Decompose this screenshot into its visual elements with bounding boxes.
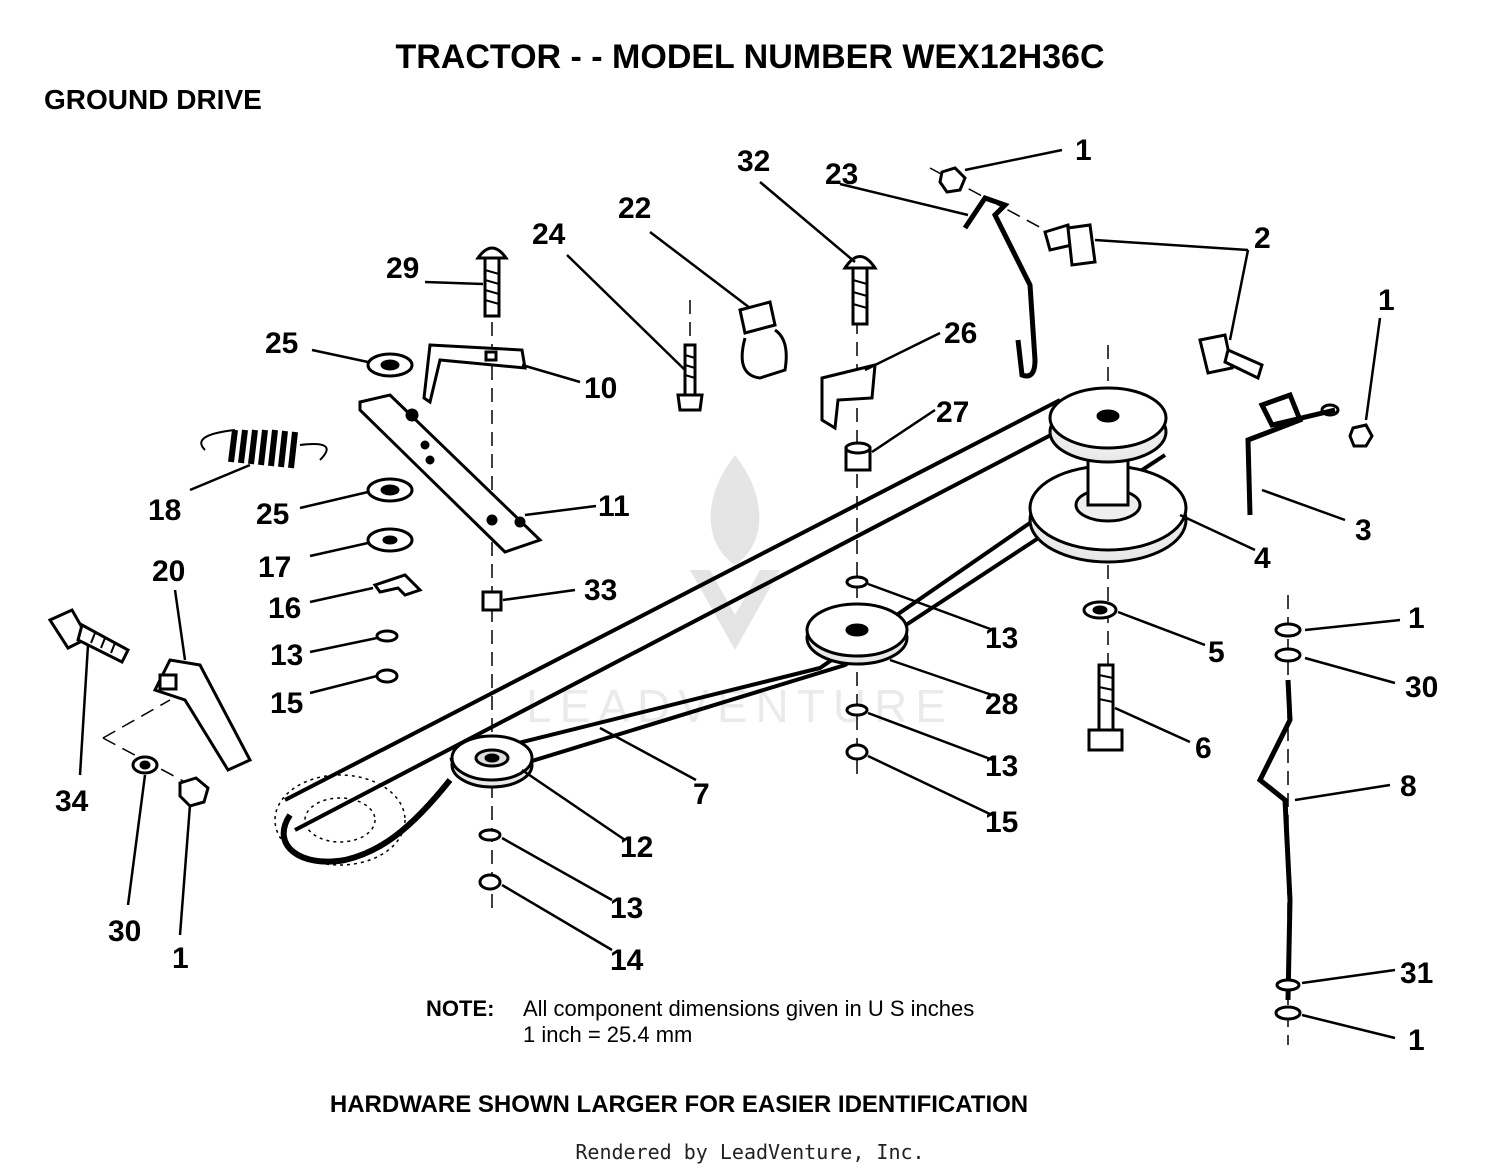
idler-rod-23 <box>962 194 1038 379</box>
callout-13b: 13 <box>985 622 1018 655</box>
callout-14: 14 <box>610 944 644 977</box>
bolt-2-lower <box>1198 333 1264 381</box>
leader-lines <box>78 148 1401 1040</box>
spacer-33 <box>481 590 503 612</box>
rendered-by: Rendered by LeadVenture, Inc. <box>575 1140 925 1164</box>
engine-pulley <box>274 774 406 866</box>
callout-13d: 13 <box>610 892 643 925</box>
washer-30-rod <box>1274 647 1302 663</box>
callout-1d: 1 <box>1408 1024 1425 1057</box>
nut-1-top <box>938 166 967 194</box>
note-line1: All component dimensions given in U S in… <box>523 996 975 1021</box>
callout-30b: 30 <box>108 915 141 948</box>
callout-15b: 15 <box>985 806 1018 839</box>
belt-guide-22 <box>738 300 788 380</box>
callout-11: 11 <box>598 490 630 523</box>
nut-14 <box>478 873 502 891</box>
bolt-6 <box>1087 663 1124 752</box>
callout-29: 29 <box>386 252 419 285</box>
section-title: GROUND DRIVE <box>44 84 262 115</box>
callout-33: 33 <box>584 574 617 607</box>
note-label: NOTE: <box>426 996 495 1021</box>
washer-30-left <box>131 755 159 775</box>
lock-washer-5 <box>1082 600 1118 620</box>
bracket-10 <box>422 343 527 405</box>
callout-26: 26 <box>944 317 977 350</box>
bolt-2-upper <box>1043 223 1097 267</box>
washer-13-center-top <box>845 575 869 589</box>
washer-13-bottom <box>478 828 502 842</box>
callout-27: 27 <box>936 396 969 429</box>
callout-30a: 30 <box>1405 671 1438 704</box>
washer-25-lower <box>366 477 414 503</box>
callout-6: 6 <box>1195 732 1212 765</box>
callout-31: 31 <box>1400 957 1433 990</box>
callout-16: 16 <box>268 592 301 625</box>
page-title: TRACTOR - - MODEL NUMBER WEX12H36C <box>395 38 1105 76</box>
washer-13-left <box>375 629 399 643</box>
callout-24: 24 <box>532 218 566 251</box>
washer-31 <box>1275 978 1301 992</box>
belt-keeper-26 <box>820 363 877 431</box>
shift-rod-8 <box>1256 679 1293 1001</box>
callout-32: 32 <box>737 145 770 178</box>
callout-8: 8 <box>1400 770 1417 803</box>
bracket-16 <box>372 573 423 597</box>
callout-23: 23 <box>825 158 858 191</box>
callout-1e: 1 <box>172 942 189 975</box>
hardware-note: HARDWARE SHOWN LARGER FOR EASIER IDENTIF… <box>329 1091 1029 1118</box>
idler-rod-3 <box>1245 391 1340 516</box>
callout-10: 10 <box>584 372 617 405</box>
idler-bracket-11 <box>358 393 543 554</box>
callout-15a: 15 <box>270 687 303 720</box>
callout-3: 3 <box>1355 514 1372 547</box>
bolt-34 <box>47 608 130 665</box>
carriage-bolt-32 <box>842 255 878 326</box>
callout-2: 2 <box>1254 222 1271 255</box>
callout-25a: 25 <box>265 327 298 360</box>
idler-pulley-12 <box>450 734 534 789</box>
carriage-bolt-29 <box>475 246 509 318</box>
callout-1c: 1 <box>1408 602 1425 635</box>
callout-4: 4 <box>1254 542 1271 575</box>
washer-25-upper <box>366 352 414 378</box>
dimension-note: NOTE: All component dimensions given in U… <box>426 996 974 1048</box>
callout-22: 22 <box>618 192 651 225</box>
callout-13a: 13 <box>270 639 303 672</box>
nut-15-left <box>375 668 399 684</box>
callout-17: 17 <box>258 551 291 584</box>
callout-34: 34 <box>55 785 89 818</box>
screw-24 <box>676 343 704 412</box>
washer-17 <box>366 527 414 553</box>
nut-15-center <box>845 743 869 761</box>
callout-28: 28 <box>985 688 1018 721</box>
spacer-27 <box>844 441 872 472</box>
spring-18 <box>200 429 328 469</box>
callout-7: 7 <box>693 778 710 811</box>
washer-13-center-bottom <box>845 703 869 717</box>
callouts: 1 1 1 1 1 2 3 4 5 6 7 8 10 11 12 13 13 1… <box>55 134 1438 1057</box>
callout-1b: 1 <box>1378 284 1395 317</box>
callout-12: 12 <box>620 831 653 864</box>
callout-25b: 25 <box>256 498 289 531</box>
callout-20: 20 <box>152 555 185 588</box>
note-line2: 1 inch = 25.4 mm <box>523 1022 693 1047</box>
double-pulley-4 <box>1028 386 1188 564</box>
callout-1a: 1 <box>1075 134 1092 167</box>
callout-13c: 13 <box>985 750 1018 783</box>
lever-20 <box>152 658 253 772</box>
nut-1-right <box>1348 423 1374 448</box>
nut-1-rod-bottom <box>1274 1005 1302 1021</box>
nut-1-bottom-left <box>178 776 210 808</box>
idler-pulley-28 <box>805 602 909 666</box>
callout-5: 5 <box>1208 636 1225 669</box>
nut-1-rod-top <box>1274 622 1302 638</box>
callout-18: 18 <box>148 494 181 527</box>
